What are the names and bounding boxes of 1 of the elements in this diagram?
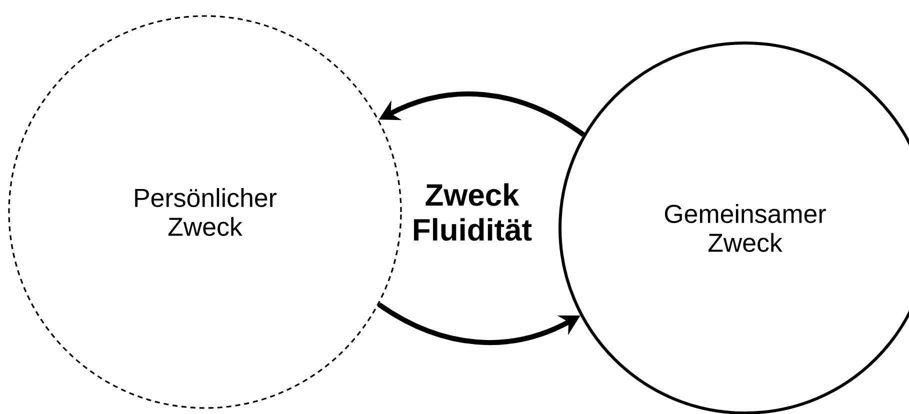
center-label: Zweck Fluidität [414,183,532,241]
